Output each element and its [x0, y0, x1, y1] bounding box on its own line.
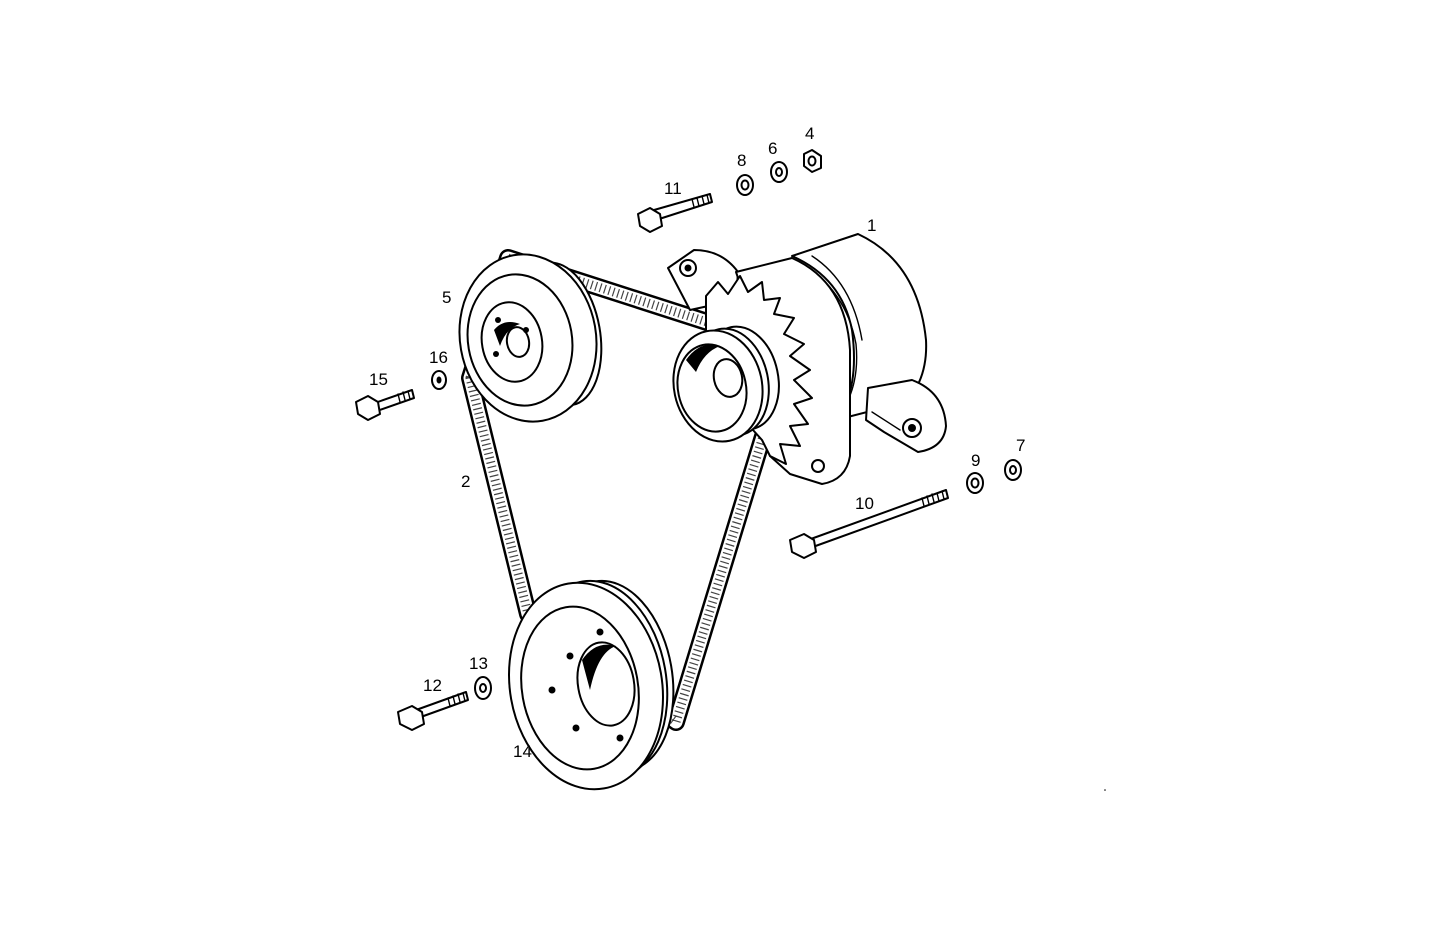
callout-9: 9	[971, 451, 980, 470]
washer-13	[474, 676, 492, 700]
callout-16: 16	[429, 348, 448, 367]
callout-7: 7	[1016, 436, 1025, 455]
callout-13: 13	[469, 654, 488, 673]
callout-5: 5	[442, 288, 451, 307]
callout-6: 6	[768, 139, 777, 158]
callout-2: 2	[461, 472, 470, 491]
stray-dot	[1104, 789, 1106, 791]
crankshaft-pulley	[508, 579, 675, 791]
upper-pulley	[458, 253, 603, 423]
washer-6	[770, 161, 788, 183]
bolt-15	[355, 389, 415, 421]
callout-12: 12	[423, 676, 442, 695]
callout-1: 1	[867, 216, 876, 235]
washer-7	[1004, 459, 1022, 481]
alternator	[667, 233, 947, 485]
bolt-10	[789, 489, 949, 559]
washer-8	[736, 174, 754, 196]
callout-10: 10	[855, 494, 874, 513]
callout-11: 11	[664, 179, 682, 198]
callout-8: 8	[737, 151, 746, 170]
callout-15: 15	[369, 370, 388, 389]
bolt-11	[637, 193, 713, 233]
washer-9	[966, 472, 984, 494]
callout-4: 4	[805, 124, 814, 143]
callout-14: 14	[513, 742, 532, 761]
bolt-12	[397, 691, 469, 731]
nut-4	[803, 149, 822, 173]
washer-16	[431, 370, 447, 390]
